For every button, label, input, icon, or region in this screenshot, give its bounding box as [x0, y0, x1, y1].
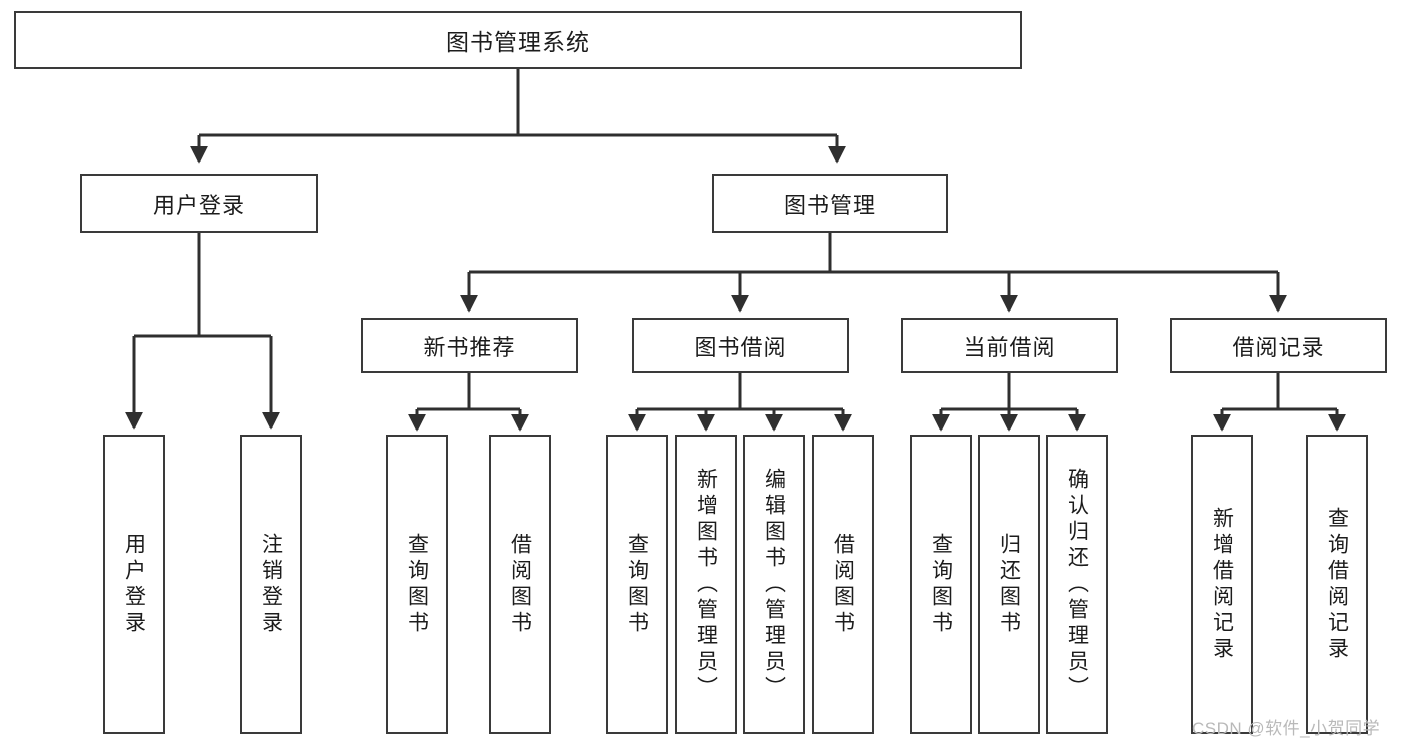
node-label: 借阅图书: [508, 532, 532, 637]
node-label: 新增借阅记录: [1210, 506, 1234, 663]
node-book-borrow[interactable]: 图书借阅: [632, 318, 849, 373]
node-current-borrow[interactable]: 当前借阅: [901, 318, 1118, 373]
node-user-login[interactable]: 用户登录: [80, 174, 318, 233]
node-label: 用户登录: [122, 532, 146, 637]
leaf-return-book[interactable]: 归还图书: [978, 435, 1040, 734]
node-label: 查询图书: [625, 532, 649, 637]
node-new-book-recommend[interactable]: 新书推荐: [361, 318, 578, 373]
csdn-watermark: CSDN @软件_小贺同学: [1192, 719, 1381, 738]
node-label: 编辑图书（管理员）: [762, 467, 786, 702]
node-book-management[interactable]: 图书管理: [712, 174, 948, 233]
node-label: 确认归还（管理员）: [1065, 467, 1089, 702]
node-label: 图书借阅: [694, 334, 787, 360]
leaf-confirm-return[interactable]: 确认归还（管理员）: [1046, 435, 1108, 734]
leaf-edit-book[interactable]: 编辑图书（管理员）: [743, 435, 805, 734]
node-label: 借阅记录: [1232, 334, 1325, 360]
leaf-logout-login[interactable]: 注销登录: [240, 435, 302, 734]
node-label: 归还图书: [997, 532, 1021, 637]
leaf-query-borrow-record[interactable]: 查询借阅记录: [1306, 435, 1368, 734]
leaf-query-book-borrow[interactable]: 查询图书: [606, 435, 668, 734]
node-label: 用户登录: [152, 192, 245, 218]
node-label: 查询图书: [929, 532, 953, 637]
leaf-add-book[interactable]: 新增图书（管理员）: [675, 435, 737, 734]
leaf-user-login[interactable]: 用户登录: [103, 435, 165, 734]
leaf-borrow-book[interactable]: 借阅图书: [812, 435, 874, 734]
leaf-borrow-book-new-recommend[interactable]: 借阅图书: [489, 435, 551, 734]
node-label: 借阅图书: [831, 532, 855, 637]
leaf-add-borrow-record[interactable]: 新增借阅记录: [1191, 435, 1253, 734]
node-label: 新增图书（管理员）: [694, 467, 718, 702]
node-label: 查询图书: [405, 532, 429, 637]
node-label: 注销登录: [259, 532, 283, 637]
node-borrow-record[interactable]: 借阅记录: [1170, 318, 1387, 373]
leaf-query-book-new-recommend[interactable]: 查询图书: [386, 435, 448, 734]
node-label: 图书管理系统: [446, 29, 590, 55]
node-label: 图书管理: [783, 192, 876, 218]
node-label: 查询借阅记录: [1325, 506, 1349, 663]
node-root-book-management-system[interactable]: 图书管理系统: [14, 11, 1022, 69]
node-label: 新书推荐: [423, 334, 516, 360]
node-label: 当前借阅: [963, 334, 1056, 360]
leaf-query-book-current[interactable]: 查询图书: [910, 435, 972, 734]
